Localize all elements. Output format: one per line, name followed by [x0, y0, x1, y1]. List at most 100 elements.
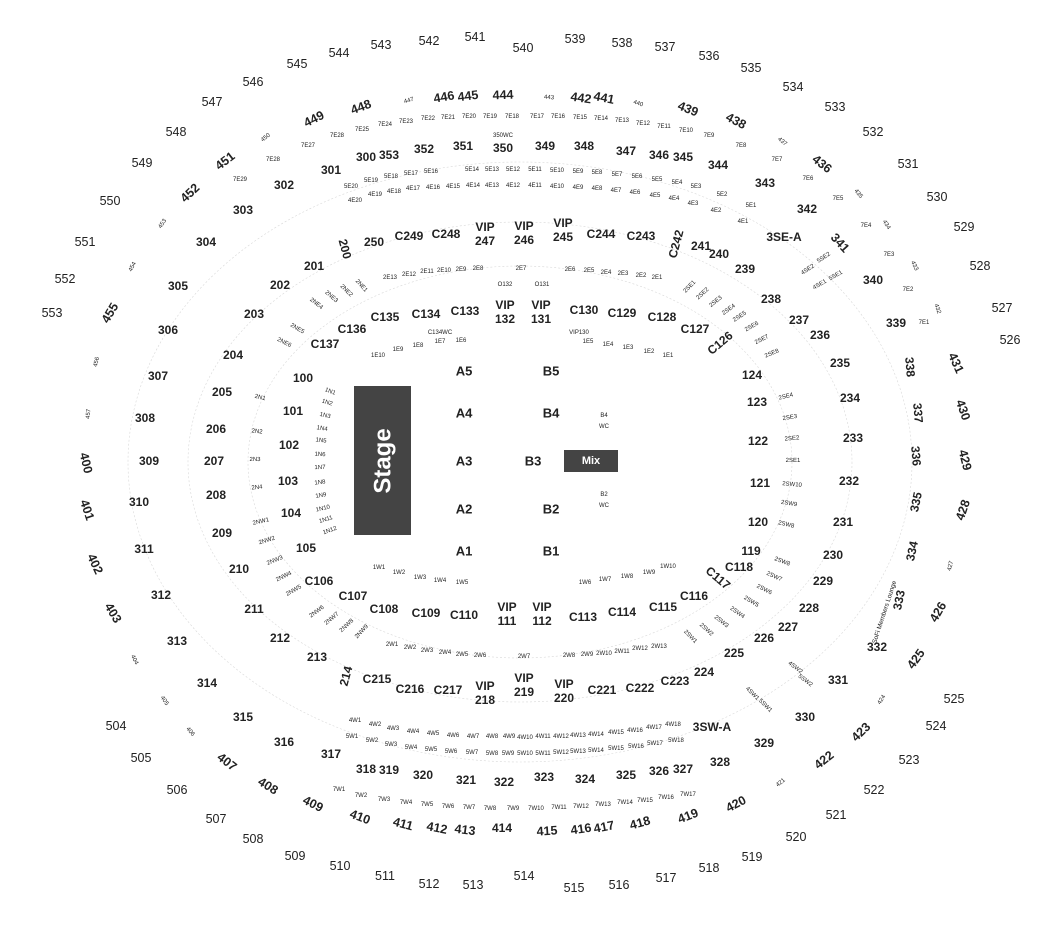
floor-section-A2[interactable]: A2 [456, 502, 473, 517]
floor-section-B4[interactable]: B4 [543, 406, 560, 421]
section-120[interactable]: 120 [748, 515, 768, 529]
section-553[interactable]: 553 [42, 306, 63, 320]
section-439[interactable]: 439 [676, 99, 701, 120]
section-535[interactable]: 535 [741, 61, 762, 75]
section-wc[interactable]: WC [599, 503, 610, 509]
section-C109[interactable]: C109 [412, 606, 441, 620]
section-455[interactable]: 455 [99, 300, 122, 325]
section-C248[interactable]: C248 [432, 227, 461, 241]
section-235[interactable]: 235 [830, 356, 850, 370]
section-430[interactable]: 430 [953, 398, 973, 422]
section-418[interactable]: 418 [628, 813, 652, 832]
section-345[interactable]: 345 [673, 150, 693, 164]
section-547[interactable]: 547 [202, 95, 223, 109]
section-208[interactable]: 208 [206, 488, 226, 502]
section-226[interactable]: 226 [754, 631, 774, 645]
section-C243[interactable]: C243 [627, 229, 656, 243]
section-449[interactable]: 449 [302, 108, 327, 130]
section-410[interactable]: 410 [348, 807, 372, 827]
floor-section-B5[interactable]: B5 [543, 364, 560, 379]
section-234[interactable]: 234 [840, 391, 860, 405]
section-100[interactable]: 100 [293, 371, 313, 385]
section-104[interactable]: 104 [281, 506, 301, 520]
section-530[interactable]: 530 [927, 190, 948, 204]
floor-section-A3[interactable]: A3 [456, 454, 473, 469]
section-416[interactable]: 416 [570, 821, 593, 838]
section-526[interactable]: 526 [1000, 333, 1021, 347]
floor-section-A1[interactable]: A1 [456, 544, 473, 559]
section-523[interactable]: 523 [899, 753, 920, 767]
section-317[interactable]: 317 [321, 747, 341, 761]
section-C129[interactable]: C129 [608, 306, 637, 320]
section-327[interactable]: 327 [673, 762, 693, 776]
section-350[interactable]: 350 [493, 141, 513, 155]
section-C217[interactable]: C217 [434, 683, 463, 697]
stage[interactable]: Stage [354, 386, 411, 535]
section-227[interactable]: 227 [778, 620, 798, 634]
section-C223[interactable]: C223 [661, 674, 690, 688]
section-C242[interactable]: C242 [666, 228, 687, 260]
section-C134[interactable]: C134 [412, 307, 441, 321]
section-211[interactable]: 211 [244, 602, 264, 616]
section-313[interactable]: 313 [167, 634, 187, 648]
section-438[interactable]: 438 [724, 110, 749, 132]
section-549[interactable]: 549 [132, 156, 153, 170]
section-3se-a[interactable]: 3SE-A [766, 230, 802, 244]
section-521[interactable]: 521 [826, 808, 847, 822]
section-425[interactable]: 425 [904, 646, 928, 671]
section-305[interactable]: 305 [168, 279, 188, 293]
section-537[interactable]: 537 [655, 40, 676, 54]
section-528[interactable]: 528 [970, 259, 991, 273]
section-548[interactable]: 548 [166, 125, 187, 139]
section-314[interactable]: 314 [197, 676, 217, 690]
section-550[interactable]: 550 [100, 194, 121, 208]
section-241[interactable]: 241 [691, 239, 711, 253]
section-105[interactable]: 105 [296, 541, 316, 555]
section-426[interactable]: 426 [927, 599, 950, 624]
section-330[interactable]: 330 [795, 710, 815, 724]
section-315[interactable]: 315 [233, 710, 253, 724]
section-515[interactable]: 515 [564, 881, 585, 895]
section-402[interactable]: 402 [84, 552, 106, 577]
section-207[interactable]: 207 [204, 454, 224, 468]
section-401[interactable]: 401 [77, 498, 97, 522]
section-101[interactable]: 101 [283, 404, 303, 418]
section-336[interactable]: 336 [908, 445, 924, 466]
section-201[interactable]: 201 [304, 259, 324, 273]
section-b2[interactable]: B2 [600, 492, 608, 498]
section-102[interactable]: 102 [279, 438, 299, 452]
section-536[interactable]: 536 [699, 49, 720, 63]
section-224[interactable]: 224 [694, 665, 714, 679]
section-409[interactable]: 409 [301, 793, 326, 815]
mix-position[interactable]: Mix [564, 450, 618, 472]
section-539[interactable]: 539 [565, 32, 586, 46]
section-512[interactable]: 512 [419, 877, 440, 891]
section-442[interactable]: 442 [570, 90, 593, 107]
section-436[interactable]: 436 [809, 152, 834, 176]
section-204[interactable]: 204 [223, 348, 243, 362]
section-422[interactable]: 422 [811, 748, 836, 772]
section-C130[interactable]: C130 [570, 303, 599, 317]
section-321[interactable]: 321 [456, 773, 476, 787]
section-210[interactable]: 210 [229, 562, 249, 576]
section-417[interactable]: 417 [592, 818, 615, 836]
section-C222[interactable]: C222 [626, 681, 655, 695]
section-441[interactable]: 441 [592, 89, 615, 107]
section-508[interactable]: 508 [243, 832, 264, 846]
section-312[interactable]: 312 [151, 588, 171, 602]
section-C128[interactable]: C128 [648, 310, 677, 324]
section-C216[interactable]: C216 [396, 682, 425, 696]
section-122[interactable]: 122 [748, 434, 768, 448]
section-522[interactable]: 522 [864, 783, 885, 797]
section-232[interactable]: 232 [839, 474, 859, 488]
section-302[interactable]: 302 [274, 178, 294, 192]
section-C108[interactable]: C108 [370, 602, 399, 616]
section-301[interactable]: 301 [321, 163, 341, 177]
section-524[interactable]: 524 [926, 719, 947, 733]
section-514[interactable]: 514 [514, 869, 535, 883]
section-445[interactable]: 445 [457, 88, 479, 104]
